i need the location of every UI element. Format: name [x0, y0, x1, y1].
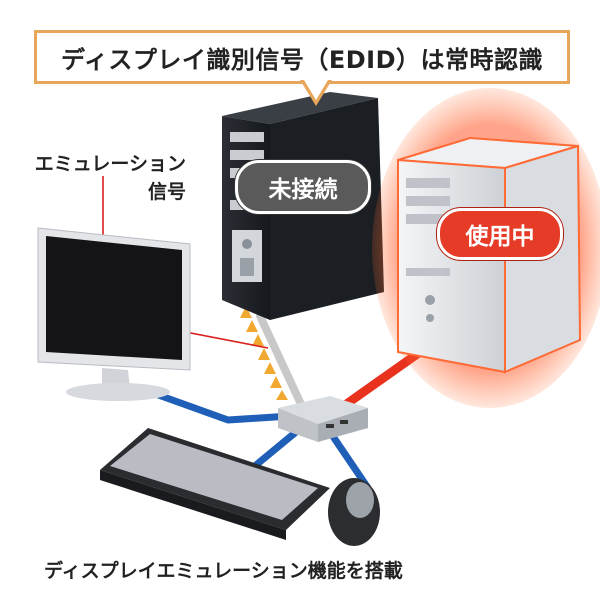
feature-caption: ディスプレイエミュレーション機能を搭載 [44, 560, 403, 582]
idle-status-text: 未接続 [268, 177, 338, 203]
edid-callout: ディスプレイ識別信号（EDID）は常時認識 [34, 30, 570, 84]
keyboard-cable [247, 429, 299, 473]
active-status-text: 使用中 [465, 224, 535, 250]
emulation-label-line1: エミュレーション [34, 153, 186, 175]
callout-tail-inner [304, 80, 328, 100]
monitor [37, 227, 191, 401]
emulation-signal-label: エミュレーション 信号 [35, 150, 186, 206]
cables [148, 312, 435, 490]
active-status-badge: 使用中 [437, 208, 563, 260]
idle-status-badge: 未接続 [235, 160, 371, 214]
keyboard [100, 428, 330, 540]
emulation-label-line2: 信号 [147, 181, 186, 203]
edid-callout-text: ディスプレイ識別信号（EDID）は常時認識 [61, 45, 543, 74]
kvm-switch [278, 396, 368, 442]
mouse [328, 478, 380, 546]
idle-pc-cable [256, 312, 304, 406]
mouse-cable [327, 430, 371, 490]
emulation-arrows [240, 306, 288, 400]
monitor-cable [148, 388, 291, 424]
